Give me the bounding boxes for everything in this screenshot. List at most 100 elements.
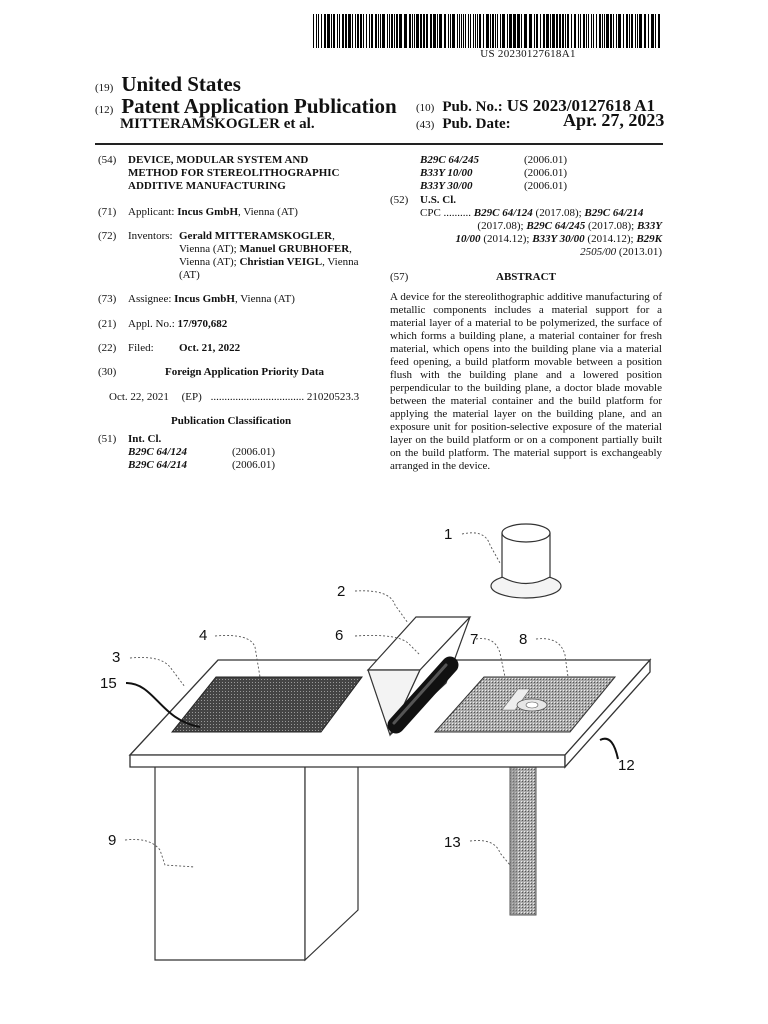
pub-no-line: (10) Pub. No.: US 2023/0127618 A1 bbox=[416, 96, 656, 115]
barcode-bar bbox=[513, 14, 516, 48]
priority-row: Oct. 22, 2021 (EP) .....................… bbox=[109, 391, 360, 403]
build-platform-rod bbox=[509, 759, 537, 916]
barcode-bar bbox=[613, 14, 614, 48]
barcode-bar bbox=[348, 14, 351, 48]
barcode-bar bbox=[345, 14, 347, 48]
barcode-bar bbox=[450, 14, 451, 48]
doc-type: Patent Application Publication bbox=[121, 94, 397, 118]
barcode-bar bbox=[313, 14, 314, 48]
barcode-bar bbox=[339, 14, 340, 48]
barcode-bar bbox=[327, 14, 330, 48]
barcode-bar bbox=[540, 14, 541, 48]
barcode-bar bbox=[631, 14, 633, 48]
base-cabinet bbox=[154, 713, 359, 962]
barcode-bar bbox=[452, 14, 455, 48]
barcode-bar bbox=[562, 14, 564, 48]
barcode-bar bbox=[637, 14, 638, 48]
barcode-bar bbox=[444, 14, 446, 48]
barcode-bar bbox=[439, 14, 442, 48]
barcode-bar bbox=[318, 14, 319, 48]
barcode-bar bbox=[382, 14, 385, 48]
barcode-bar bbox=[639, 14, 642, 48]
build-area bbox=[433, 676, 617, 733]
barcode-bar bbox=[524, 14, 527, 48]
barcode-bar bbox=[497, 14, 498, 48]
barcode-bar bbox=[463, 14, 464, 48]
barcode-bar bbox=[567, 14, 569, 48]
barcode-bar bbox=[500, 14, 501, 48]
barcode-bar bbox=[610, 14, 612, 48]
priority-title: Foreign Application Priority Data bbox=[165, 366, 324, 378]
barcode-bar bbox=[502, 14, 505, 48]
barcode-bar bbox=[423, 14, 425, 48]
barcode-bar bbox=[635, 14, 636, 48]
barcode-bar bbox=[644, 14, 646, 48]
barcode-bar bbox=[593, 14, 594, 48]
country: United States bbox=[121, 72, 241, 96]
label-8: 8 bbox=[519, 631, 527, 648]
filed-date: Oct. 21, 2022 bbox=[179, 342, 241, 354]
barcode-bar bbox=[477, 14, 478, 48]
int-cl-list: B29C 64/124(2006.01) B29C 64/214(2006.01… bbox=[128, 446, 276, 471]
barcode-bar bbox=[448, 14, 449, 48]
label-9: 9 bbox=[108, 832, 116, 849]
barcode-bar bbox=[375, 14, 377, 48]
barcode-bar bbox=[623, 14, 624, 48]
barcode-bar bbox=[655, 14, 656, 48]
pub-date-line: (43) Pub. Date: bbox=[416, 116, 511, 132]
barcode-bar bbox=[534, 14, 535, 48]
pub-class-title: Publication Classification bbox=[171, 415, 292, 427]
barcode-bar bbox=[543, 14, 545, 48]
label-12: 12 bbox=[618, 757, 635, 774]
barcode-bar bbox=[324, 14, 326, 48]
barcode-bar bbox=[461, 14, 462, 48]
barcode-bar bbox=[483, 14, 484, 48]
barcode-bar bbox=[394, 14, 395, 48]
barcode-bar bbox=[517, 14, 520, 48]
barcode-bar bbox=[529, 14, 532, 48]
barcode-bar bbox=[391, 14, 393, 48]
leader-15 bbox=[125, 682, 201, 728]
barcode-bar bbox=[616, 14, 617, 48]
barcode-bar bbox=[396, 14, 398, 48]
patent-figure: 1 2 3 4 6 7 8 9 12 13 15 bbox=[100, 523, 652, 962]
barcode-bar bbox=[583, 14, 585, 48]
barcode-bar bbox=[591, 14, 592, 48]
barcode-bar bbox=[626, 14, 628, 48]
label-7: 7 bbox=[470, 631, 478, 648]
barcode-bar bbox=[331, 14, 332, 48]
appl-no: Appl. No.: 17/970,682 bbox=[128, 318, 228, 330]
barcode-bar bbox=[580, 14, 581, 48]
barcode-bar bbox=[550, 14, 551, 48]
barcode-bar bbox=[651, 14, 654, 48]
barcode-bar bbox=[366, 14, 367, 48]
country-line: (19) United States bbox=[95, 72, 241, 96]
title: DEVICE, MODULAR SYSTEM AND METHOD FOR ST… bbox=[128, 154, 340, 192]
barcode-bar bbox=[602, 14, 603, 48]
barcode-bar bbox=[316, 14, 317, 48]
barcode-bar bbox=[475, 14, 476, 48]
abstract-title: ABSTRACT bbox=[496, 271, 556, 283]
barcode-bar bbox=[574, 14, 576, 48]
barcode-bar bbox=[399, 14, 402, 48]
barcode-bar bbox=[648, 14, 649, 48]
doc-type-line: (12) Patent Application Publication bbox=[95, 94, 397, 118]
barcode-bar bbox=[371, 14, 373, 48]
inventors: Gerald MITTERAMSKOGLER, Vienna (AT); Man… bbox=[179, 230, 359, 281]
barcode-bar bbox=[546, 14, 549, 48]
label-4: 4 bbox=[199, 627, 207, 644]
assignee: Assignee: Incus GmbH, Vienna (AT) bbox=[128, 293, 295, 305]
barcode-bar bbox=[552, 14, 555, 48]
cpc-classification: CPC .......... B29C 64/124 (2017.08); B2… bbox=[420, 207, 662, 258]
exposure-unit bbox=[490, 523, 562, 599]
barcode-bar bbox=[507, 14, 508, 48]
label-6: 6 bbox=[335, 627, 343, 644]
reference-leaders bbox=[124, 532, 569, 868]
label-15: 15 bbox=[100, 675, 117, 692]
barcode-bar bbox=[337, 14, 338, 48]
barcode-bar bbox=[404, 14, 407, 48]
pub-date: Apr. 27, 2023 bbox=[563, 110, 665, 130]
barcode-bar bbox=[409, 14, 411, 48]
barcode-bar bbox=[457, 14, 458, 48]
label-2: 2 bbox=[337, 583, 345, 600]
